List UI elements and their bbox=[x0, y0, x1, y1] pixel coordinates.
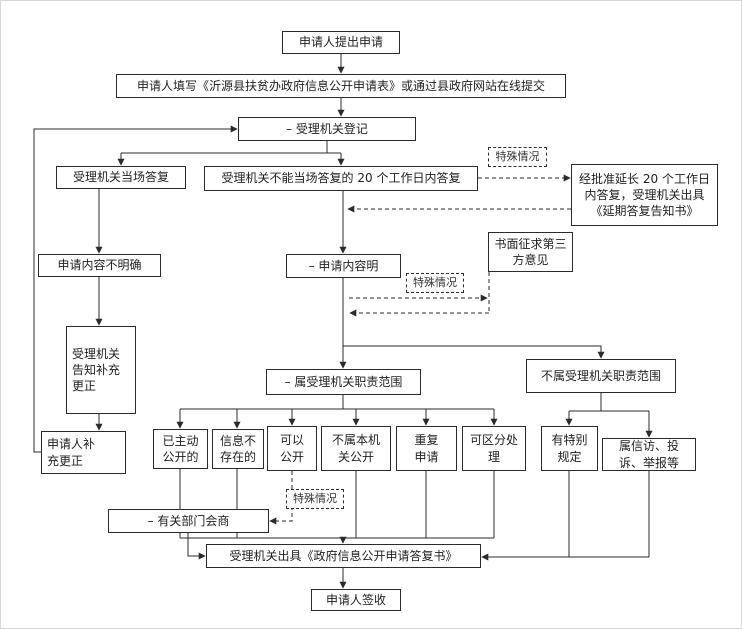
node-not-this-org: 不属本机 关公开 bbox=[321, 426, 391, 471]
node-sign-receipt: 申请人签收 bbox=[311, 589, 401, 611]
node-separable-handling: 可区分处 理 bbox=[462, 426, 526, 471]
label-special-case-1: 特殊情况 bbox=[488, 147, 547, 167]
node-petition-complaint: 属信访、投 诉、举报等 bbox=[602, 438, 696, 471]
node-onspot-reply: 受理机关当场答复 bbox=[56, 166, 186, 189]
node-third-party-opinion: 书面征求第三 方意见 bbox=[488, 232, 573, 272]
node-info-not-exist: 信息不 存在的 bbox=[212, 429, 264, 469]
node-repeat-application: 重复 申请 bbox=[396, 426, 457, 471]
node-reply-within-20-days: 受理机关不能当场答复的 20 个工作日内答复 bbox=[204, 166, 478, 191]
node-special-rule: 有特别 规定 bbox=[541, 426, 598, 471]
node-out-of-scope: 不属受理机关职责范围 bbox=[526, 359, 676, 393]
node-content-clear: – 申请内容明 bbox=[286, 254, 401, 278]
label-special-case-2: 特殊情况 bbox=[406, 273, 464, 293]
node-can-disclose: 可以 公开 bbox=[267, 426, 317, 471]
node-applicant-supplement: 申请人补 充更正 bbox=[41, 431, 126, 474]
node-dept-consult: – 有关部门会商 bbox=[108, 509, 269, 533]
node-reply-document: 受理机关出具《政府信息公开申请答复书》 bbox=[206, 544, 481, 568]
node-extend-reply: 经批准延长 20 个工作日 内答复，受理机关出具 《延期答复告知书》 bbox=[571, 164, 718, 226]
node-content-unclear: 申请内容不明确 bbox=[38, 254, 161, 277]
node-notify-supplement: 受理机关 告知补充 更正 bbox=[66, 326, 136, 414]
node-applicant-submit: 申请人提出申请 bbox=[282, 31, 400, 54]
node-in-scope: – 属受理机关职责范围 bbox=[266, 369, 421, 395]
node-register: – 受理机关登记 bbox=[238, 117, 416, 141]
node-fill-application-form: 申请人填写《沂源县扶贫办政府信息公开申请表》或通过县政府网站在线提交 bbox=[116, 74, 566, 98]
node-already-public: 已主动 公开的 bbox=[153, 429, 208, 469]
label-special-case-3: 特殊情况 bbox=[286, 489, 344, 509]
